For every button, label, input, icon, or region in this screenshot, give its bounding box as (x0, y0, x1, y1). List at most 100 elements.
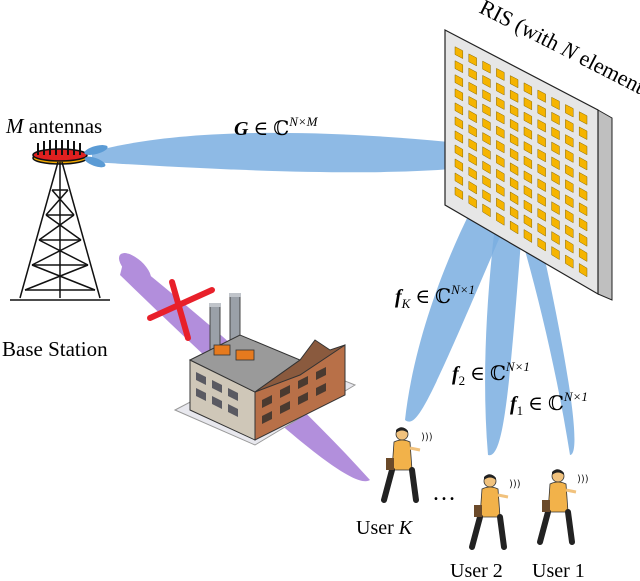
ris-element (496, 96, 505, 110)
ris-element (454, 144, 464, 158)
ris-element (482, 203, 491, 218)
ris-element (578, 171, 588, 186)
ris-element (523, 111, 533, 126)
ris-element (468, 110, 477, 124)
beam-g (92, 132, 520, 173)
ris-element (454, 172, 464, 186)
ris-element (551, 186, 560, 201)
ris-element (523, 97, 533, 111)
ris-element (551, 111, 560, 126)
ellipsis-dots: … (432, 480, 456, 506)
ris-element (454, 46, 464, 60)
ris-element (537, 193, 546, 207)
antennas-label: M antennas (5, 114, 102, 138)
ris-element (454, 116, 464, 130)
ris-element (578, 202, 588, 217)
ris-element (468, 95, 477, 110)
ris-element (509, 176, 519, 191)
ris-element (551, 141, 560, 156)
ris-element (496, 125, 505, 139)
ris-element (551, 156, 560, 171)
factory-icon (173, 293, 357, 446)
ris-element (551, 246, 560, 261)
ris-element (509, 75, 519, 89)
ris-panel-icon (444, 29, 613, 301)
channel-f1-label: f1 ∈ ℂN×1 (510, 389, 588, 418)
ris-element (509, 89, 519, 103)
ris-element (537, 178, 546, 193)
ris-element (468, 81, 477, 95)
ris-element (454, 158, 464, 172)
ris-element (509, 147, 519, 162)
ris-element (482, 174, 491, 189)
ris-element (454, 60, 464, 74)
ris-element (509, 118, 519, 133)
ris-element (509, 104, 519, 118)
ris-element (523, 185, 533, 199)
ris-element (509, 205, 519, 220)
ris-element (565, 134, 574, 148)
ris-element (578, 263, 588, 278)
ris-element (496, 183, 505, 197)
beam-user-k (405, 175, 520, 422)
ris-element (509, 191, 519, 206)
ris-element (454, 130, 464, 144)
ris-element (509, 162, 519, 176)
ris-element (578, 217, 588, 232)
channel-fk-label: fK ∈ ℂN×1 (395, 282, 475, 311)
ris-element (537, 148, 546, 163)
ris-element (509, 220, 519, 235)
ris-element (565, 254, 574, 269)
user-icon-2: ))) (469, 474, 521, 550)
ris-element (468, 152, 477, 166)
tower-icon (10, 140, 110, 301)
ris-element (523, 126, 533, 140)
ris-element (578, 111, 588, 125)
ris-element (482, 146, 491, 160)
user-2-label: User 2 (450, 560, 503, 581)
ris-element (482, 103, 491, 117)
ris-element (468, 67, 477, 81)
ris-element (496, 67, 505, 81)
ris-element (468, 180, 477, 195)
ris-element (537, 222, 546, 237)
ris-element (537, 237, 546, 252)
ris-element (578, 126, 588, 141)
svg-text:))): ))) (509, 479, 521, 490)
base-station-label: Base Station (2, 337, 108, 361)
ris-element (482, 132, 491, 146)
ris-element (482, 117, 491, 132)
ris-element (565, 194, 574, 209)
ris-element (537, 207, 546, 222)
ris-element (454, 102, 464, 116)
ris-element (523, 82, 533, 96)
ris-element (523, 229, 533, 243)
ris-element (523, 141, 533, 155)
ris-element (468, 166, 477, 181)
ris-element (537, 163, 546, 178)
ris-element (482, 189, 491, 203)
blocked-x-icon (147, 279, 215, 341)
ris-element (523, 170, 533, 184)
ris-element (565, 239, 574, 254)
svg-text:))): ))) (421, 432, 433, 443)
ris-element (523, 155, 533, 170)
ris-element (551, 231, 560, 246)
ris-element (454, 186, 464, 201)
user-icon-1: ))) (537, 469, 589, 545)
ris-element (496, 139, 505, 154)
ris-element (565, 149, 574, 163)
ris-element (454, 88, 464, 102)
ris-element (565, 209, 574, 224)
ris-element (537, 119, 546, 133)
ris-element (578, 156, 588, 171)
ris-element (523, 214, 533, 229)
ris-element (523, 199, 533, 214)
ris-element (496, 154, 505, 168)
user-1-label: User 1 (532, 560, 585, 581)
ris-element (468, 124, 477, 138)
ris-element (565, 104, 574, 118)
ris-element (496, 168, 505, 183)
ris-element (454, 74, 464, 88)
